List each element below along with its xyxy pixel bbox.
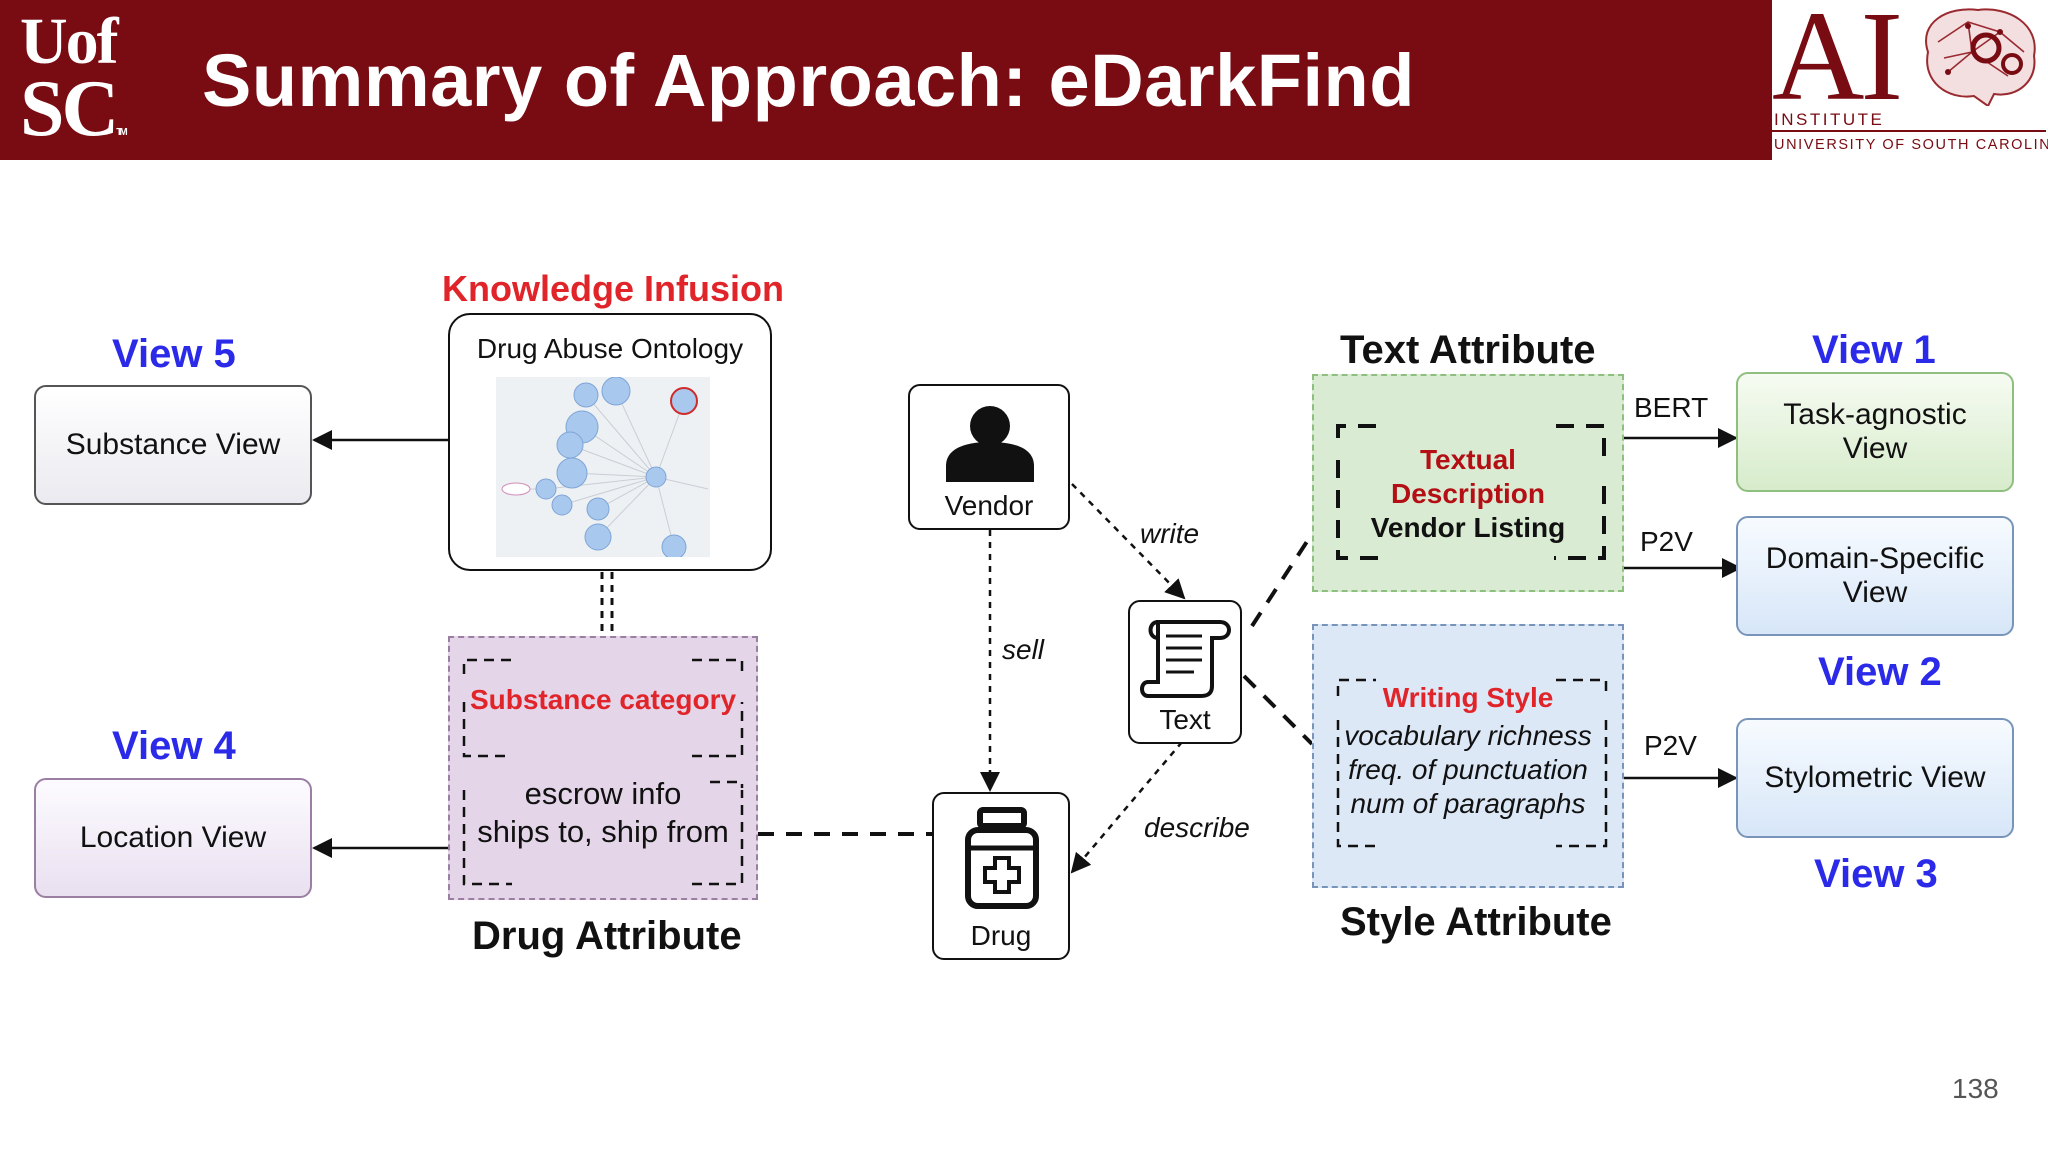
drug-attribute-label: Drug Attribute <box>472 914 742 958</box>
page-number: 138 <box>1952 1073 1999 1104</box>
text-attribute-box: Textual Description Vendor Listing <box>1312 374 1624 592</box>
substance-view-label: Substance View <box>65 428 281 461</box>
text-to-styleattr-link <box>1242 674 1314 746</box>
style-attribute-box: Writing Style vocabulary richness freq. … <box>1312 624 1624 888</box>
university-label: UNIVERSITY OF SOUTH CAROLINA <box>1774 137 2048 153</box>
logo-divider <box>1772 130 2046 132</box>
location-view-label: Location View <box>79 821 267 854</box>
domain-specific-label-line2: View <box>1842 576 1908 609</box>
writing-style-label: Writing Style <box>1382 682 1554 713</box>
edge-sell-label: sell <box>1002 634 1045 665</box>
uofsc-logo-tm: TM <box>116 126 128 138</box>
vendor-listing-label: Vendor Listing <box>1370 512 1566 543</box>
text-attribute-brackets <box>1336 424 1606 560</box>
stylometric-view-label: Stylometric View <box>1764 761 1986 794</box>
ontology-graph-image <box>496 377 710 557</box>
stylometric-view-box: Stylometric View <box>1736 718 2014 838</box>
style-feature-paragraphs: num of paragraphs <box>1350 788 1586 819</box>
style-feature-punctuation: freq. of punctuation <box>1348 754 1588 785</box>
escrow-info-label: escrow info <box>524 776 682 811</box>
textual-label-line1: Textual <box>1420 444 1516 475</box>
text-label: Text <box>1159 704 1211 735</box>
substance-view-box: Substance View <box>34 385 312 505</box>
substance-category-label: Substance category <box>469 684 737 715</box>
medicine-bottle-icon <box>965 807 1039 909</box>
vendor-label: Vendor <box>944 490 1034 521</box>
drug-attribute-box: Substance category escrow info ships to,… <box>448 636 758 900</box>
domain-specific-label-line1: Domain-Specific <box>1765 542 1985 575</box>
text-node: Text <box>1128 600 1242 744</box>
edge-p2v-label-2: P2V <box>1644 730 1697 761</box>
ai-institute-label: INSTITUTE <box>1774 110 1885 129</box>
drug-label: Drug <box>970 920 1032 951</box>
domain-specific-view-box: Domain-Specific View <box>1736 516 2014 636</box>
text-attribute-label: Text Attribute <box>1340 328 1596 372</box>
uofsc-logo-line2: SC <box>20 64 119 153</box>
ai-institute-logo: AI INSTITUTE UNIVERSITY OF SOUTH CAROLIN… <box>1772 0 2048 160</box>
task-agnostic-view-box: Task-agnostic View <box>1736 372 2014 492</box>
style-attribute-label: Style Attribute <box>1340 900 1612 944</box>
task-agnostic-label-line2: View <box>1842 432 1908 465</box>
view4-label: View 4 <box>112 724 236 768</box>
brain-gear-icon <box>1925 8 2036 106</box>
edge-bert-label: BERT <box>1634 392 1709 423</box>
edge-p2v-label-1: P2V <box>1640 526 1693 557</box>
ontology-title: Drug Abuse Ontology <box>476 333 744 364</box>
text-to-textattr-link <box>1250 538 1310 628</box>
location-view-box: Location View <box>34 778 312 898</box>
drug-node: Drug <box>932 792 1070 960</box>
title-bar <box>0 0 1772 160</box>
slide-title: Summary of Approach: eDarkFind <box>202 39 1415 122</box>
edge-write-label: write <box>1140 518 1200 549</box>
task-agnostic-label-line1: Task-agnostic <box>1783 398 1967 431</box>
uofsc-logo-line1: Uof <box>20 5 119 78</box>
scroll-document-icon <box>1140 620 1231 698</box>
ships-to-label: ships to, ship from <box>477 814 729 849</box>
uofsc-logo: Uof SCTM <box>20 5 160 149</box>
knowledge-infusion-label: Knowledge Infusion <box>442 268 784 309</box>
person-icon <box>946 406 1034 482</box>
view5-label: View 5 <box>112 332 236 376</box>
edge-describe-label: describe <box>1144 812 1250 843</box>
vendor-node: Vendor <box>908 384 1070 530</box>
ai-logo-text: AI <box>1772 0 1903 127</box>
style-attribute-brackets <box>1336 678 1608 848</box>
textual-label-line2: Description <box>1390 478 1546 509</box>
view2-label: View 2 <box>1818 650 1942 694</box>
describe-edge <box>1070 741 1183 874</box>
ontology-box: Drug Abuse Ontology <box>448 313 772 571</box>
write-edge <box>1071 483 1186 600</box>
view1-label: View 1 <box>1812 328 1936 372</box>
drug-attribute-brackets <box>462 658 744 886</box>
view3-label: View 3 <box>1814 852 1938 896</box>
style-feature-vocabulary: vocabulary richness <box>1344 720 1592 751</box>
